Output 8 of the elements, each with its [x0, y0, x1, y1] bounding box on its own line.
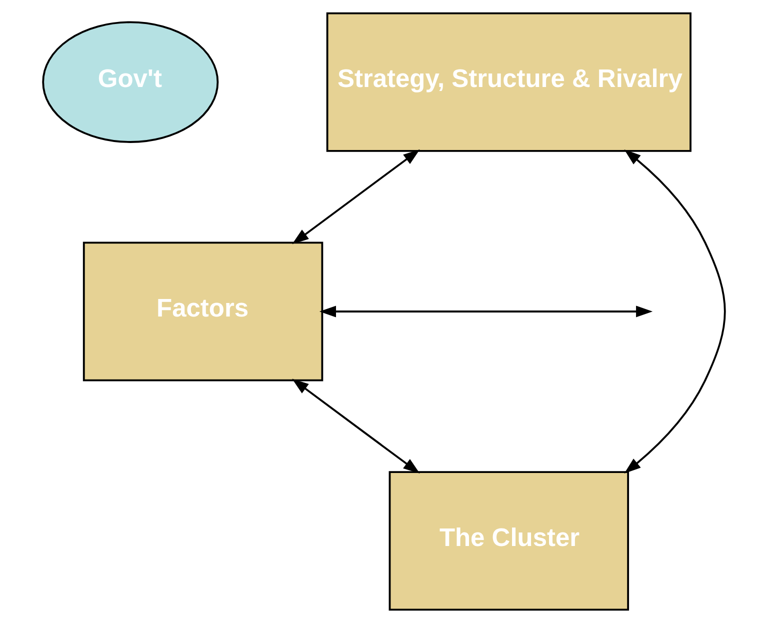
- node-ellipse: Gov't: [42, 21, 218, 143]
- arrow: [292, 149, 420, 244]
- node-box: Strategy, Structure & Rivalry: [326, 12, 691, 152]
- node-box: Factors: [82, 242, 323, 382]
- arrow: [318, 306, 652, 318]
- arrow: [624, 149, 726, 474]
- node-box: The Cluster: [388, 471, 629, 611]
- arrow: [292, 378, 420, 474]
